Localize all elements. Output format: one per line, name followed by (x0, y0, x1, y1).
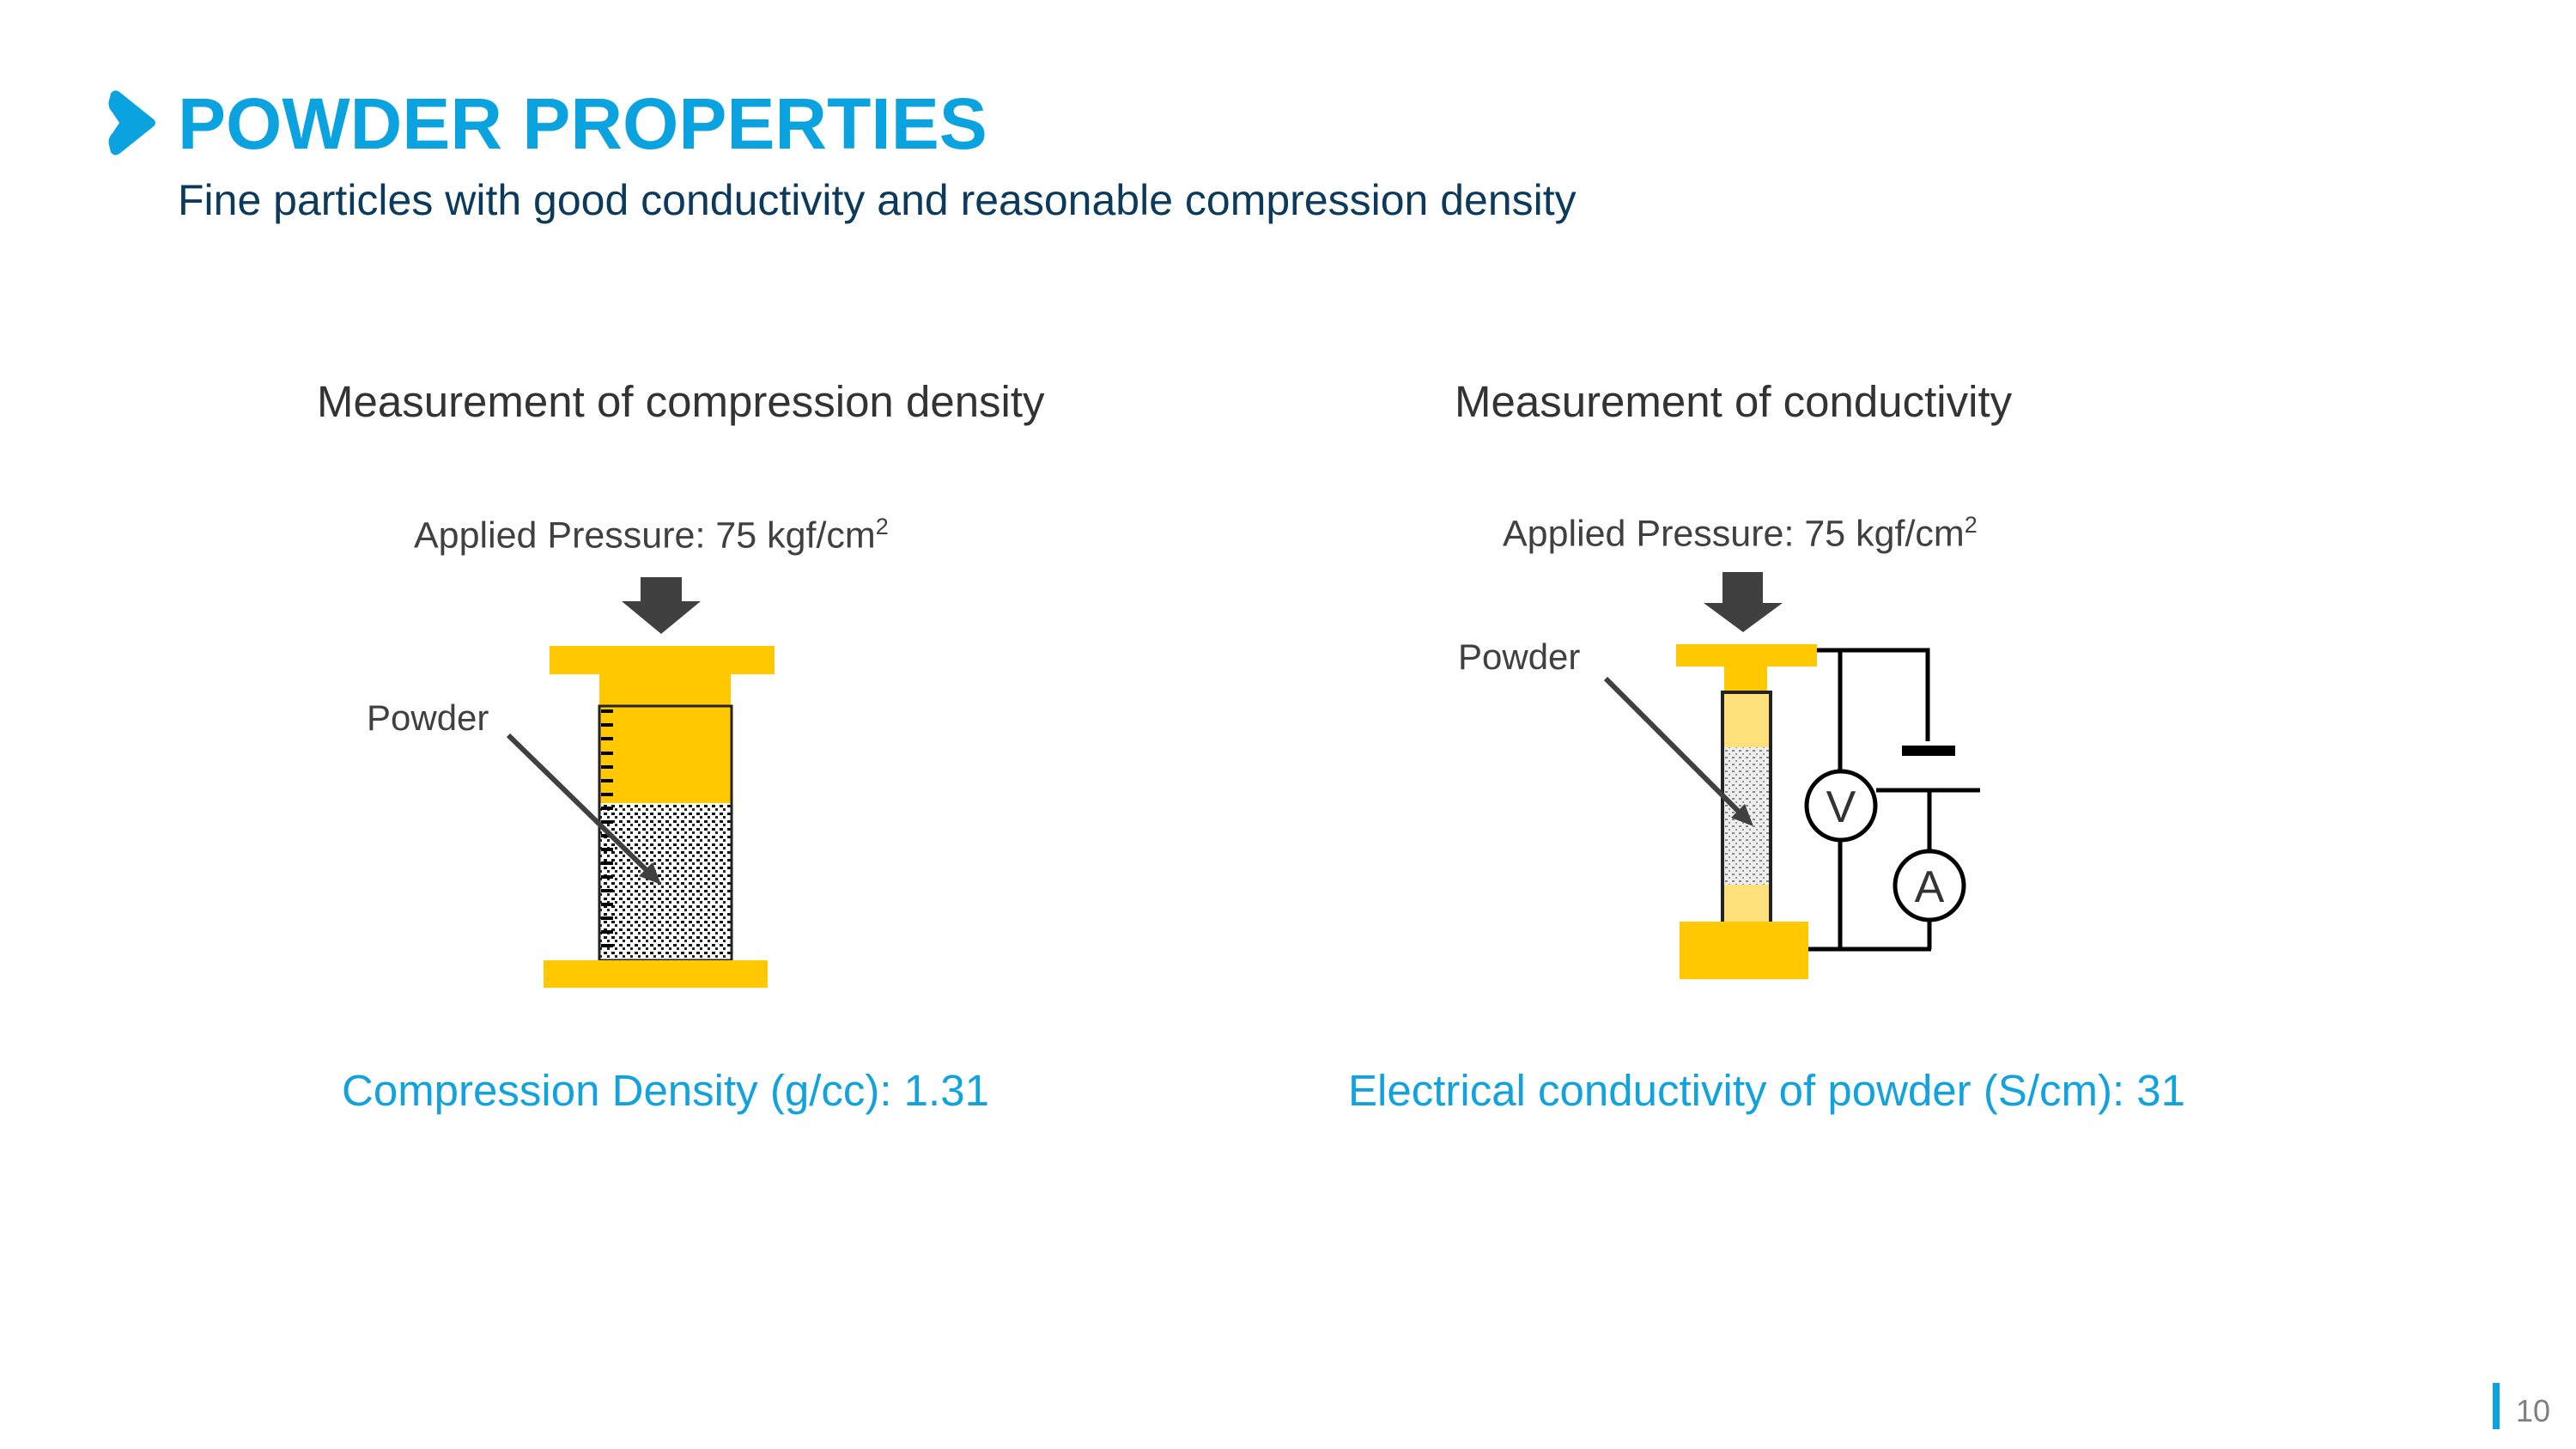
battery-icon (1902, 746, 1955, 756)
powder-pointer-arrow (506, 733, 653, 877)
bottom-block (1680, 922, 1808, 979)
ammeter-icon: A (1893, 849, 1966, 922)
pressure-arrow-icon (1704, 572, 1783, 632)
piston (599, 674, 731, 709)
powder-label-left: Powder (367, 697, 489, 738)
pressure-text: Applied Pressure: 75 kgf/cm (1503, 513, 1965, 555)
pressure-text: Applied Pressure: 75 kgf/cm (414, 514, 876, 557)
ammeter-label: A (1915, 862, 1945, 912)
powder-label-right: Powder (1458, 636, 1581, 677)
conductivity-heading: Measurement of conductivity (1455, 377, 2013, 426)
page-number: 10 (2516, 1393, 2551, 1428)
powder-pointer-arrow (1603, 676, 1746, 819)
voltmeter-icon: V (1804, 769, 1878, 843)
scale-ticks (601, 709, 613, 947)
compression-density-value: Compression Density (g/cc): 1.31 (342, 1066, 989, 1115)
top-plate (1676, 644, 1817, 667)
page-title: POWDER PROPERTIES (178, 83, 987, 164)
applied-pressure-label-left: Applied Pressure: 75 kgf/cm2 (414, 514, 889, 557)
powder-fill (599, 803, 732, 960)
applied-pressure-label-right: Applied Pressure: 75 kgf/cm2 (1503, 512, 1978, 555)
bottom-plate (544, 960, 768, 988)
page-number-bar (2493, 1383, 2500, 1429)
page-subtitle: Fine particles with good conductivity an… (178, 176, 1577, 224)
top-plate (550, 646, 775, 674)
pressure-exponent: 2 (1964, 512, 1978, 538)
voltmeter-label: V (1826, 782, 1856, 832)
pressure-arrow-icon (622, 577, 701, 634)
pressure-exponent: 2 (875, 514, 889, 539)
circuit-wires (1808, 648, 1980, 952)
piston (1724, 667, 1767, 694)
chevron-right-icon (108, 90, 155, 155)
conductivity-value: Electrical conductivity of powder (S/cm)… (1348, 1066, 2186, 1115)
conductivity-diagram: V A (1603, 572, 1980, 979)
compression-density-heading: Measurement of compression density (317, 377, 1045, 426)
compression-density-diagram (506, 577, 775, 988)
